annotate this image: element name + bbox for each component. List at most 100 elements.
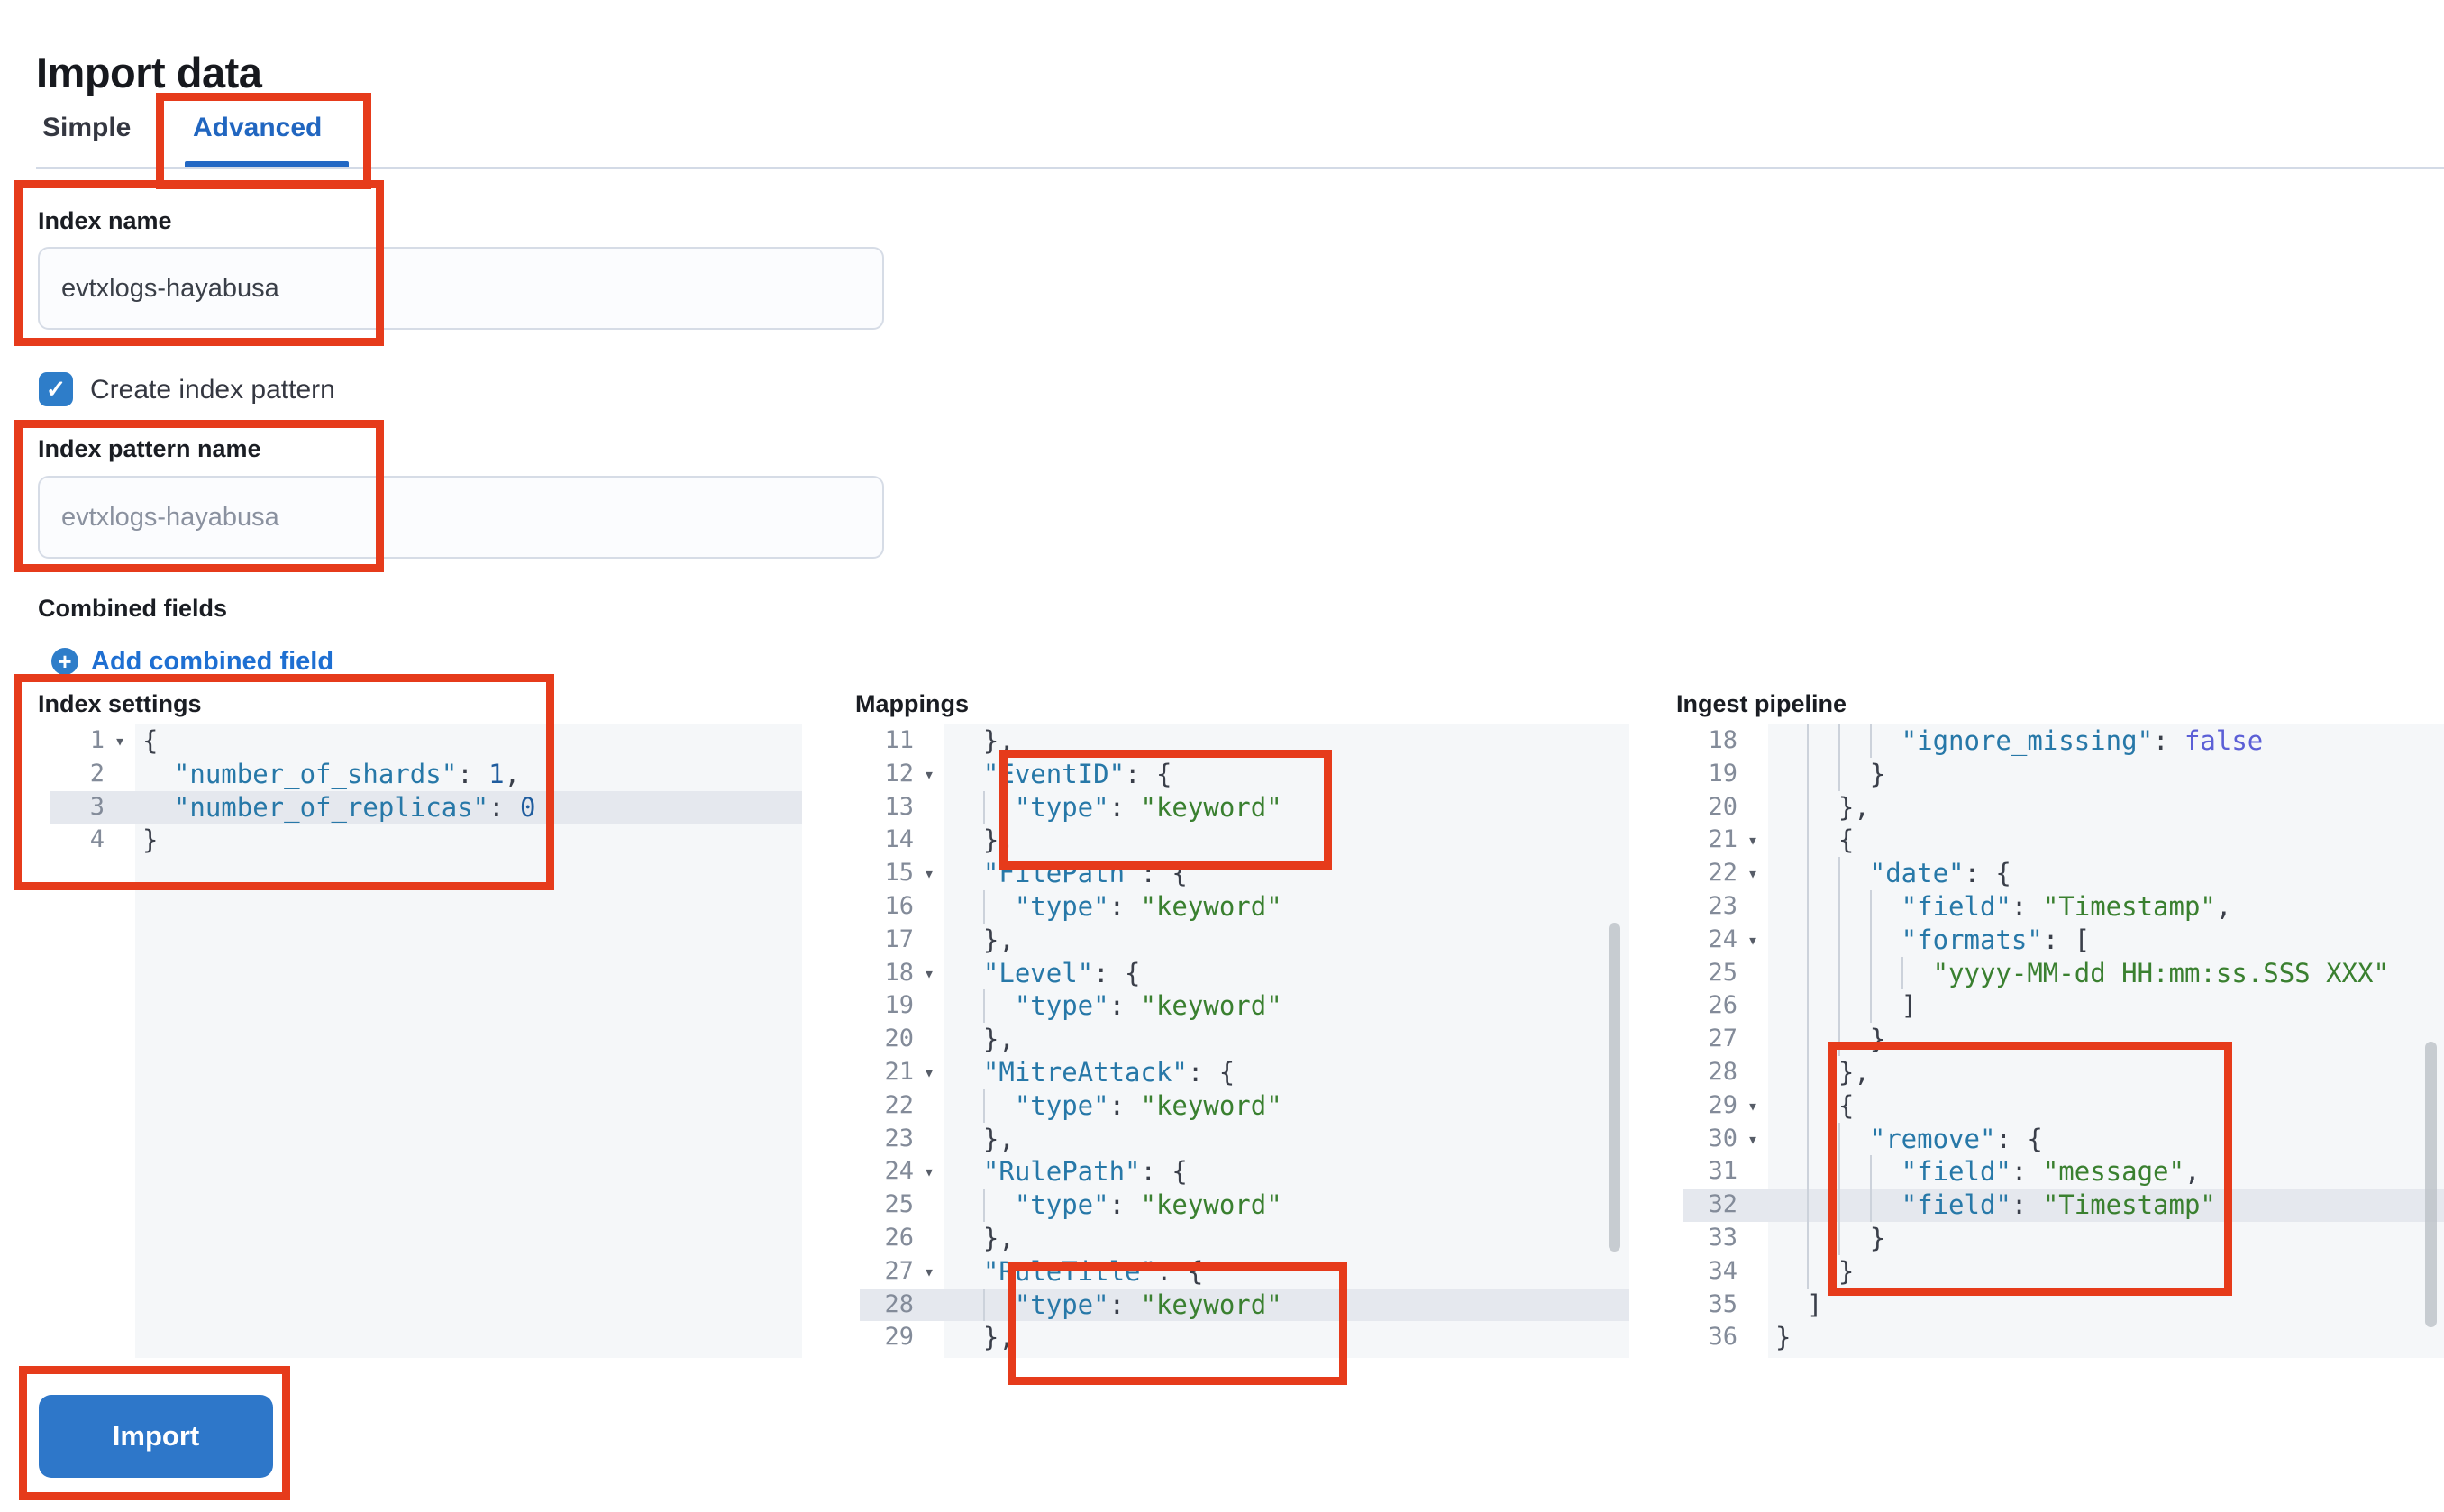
code-text: }, [982,1123,1015,1154]
code-line: 14}, [860,824,1629,857]
indent-guide [1838,889,1840,924]
indent-guide [1838,1189,1840,1222]
line-number: 22 [884,1090,914,1119]
tab-advanced[interactable]: Advanced [193,113,323,142]
code-text: }, [982,1322,1015,1353]
index-pattern-name-label: Index pattern name [38,435,261,462]
code-line: 18▾"Level": { [860,957,1629,990]
code-line: 3 "number_of_replicas": 0 [50,790,802,824]
mappings-scrollbar-thumb[interactable] [1609,923,1620,1252]
add-combined-field-link[interactable]: Add combined field [91,647,334,676]
tab-simple[interactable]: Simple [42,113,132,142]
fold-arrow-icon[interactable]: ▾ [1746,1094,1759,1116]
code-text: "Level": { [982,957,1141,988]
plus-circle-icon: + [51,648,78,675]
line-number: 26 [1708,991,1737,1020]
code-line: 36} [1683,1321,2444,1354]
code-text: }, [1768,1055,2444,1089]
code-line: 24▾"RulePath": { [860,1155,1629,1189]
indent-guide [982,889,985,924]
index-name-input[interactable] [38,247,884,330]
line-number: 25 [1708,958,1737,987]
fold-arrow-icon[interactable]: ▾ [1746,928,1759,951]
line-number: 28 [1708,1057,1737,1086]
line-number: 12▾ [860,758,944,791]
code-text: { [1768,1088,2444,1123]
index-name-label: Index name [38,207,172,234]
code-line: 28"type": "keyword" [860,1288,1629,1322]
code-text: "type": "keyword" [944,1189,1629,1222]
fold-arrow-icon[interactable]: ▾ [923,762,935,785]
line-number: 31 [1708,1157,1737,1186]
code-text: }, [982,824,1015,856]
code-text: } [1768,1221,2444,1255]
line-number: 17 [884,925,914,953]
line-number: 21▾ [860,1056,944,1089]
line-number: 28 [884,1289,914,1318]
line-number: 3 [89,792,105,821]
code-line: 29▾{ [1683,1088,2444,1123]
indent-guide [1869,1155,1872,1189]
code-text: "field": "Timestamp" [1768,1189,2444,1222]
fold-arrow-icon[interactable]: ▾ [114,730,126,751]
indent-guide [1806,757,1809,791]
code-line: 22 "type": "keyword" [860,1088,1629,1123]
indent-guide [982,1288,985,1322]
line-number: 32 [1708,1190,1737,1219]
fold-arrow-icon[interactable]: ▾ [923,1061,935,1083]
index-settings-editor[interactable]: 1▾{2"number_of_shards": 1,3"number_of_re… [50,724,802,1358]
fold-arrow-icon[interactable]: ▾ [923,1260,935,1282]
line-number: 34 [1708,1256,1737,1285]
code-text: "number_of_shards": 1, [173,758,521,789]
indent-guide [1806,956,1809,990]
indent-guide [1838,724,1840,758]
indent-guide [1806,1221,1809,1255]
code-line: 23}, [860,1123,1629,1156]
line-number: 20 [1708,792,1737,821]
line-number: 19 [884,991,914,1020]
indent-guide [1869,956,1872,990]
code-text: "field": "message", [1768,1155,2444,1189]
line-number: 4 [89,825,105,854]
index-pattern-name-input[interactable] [38,476,884,559]
line-number: 23 [1708,891,1737,920]
combined-fields-label: Combined fields [38,595,228,622]
code-line: 28}, [1683,1055,2444,1089]
code-line: 21▾"MitreAttack": { [860,1056,1629,1089]
code-text: } [1768,757,2444,791]
code-line: 13"type": "keyword" [860,790,1629,824]
code-line: 33} [1683,1221,2444,1255]
import-button[interactable]: Import [39,1395,273,1478]
fold-arrow-icon[interactable]: ▾ [923,862,935,885]
fold-arrow-icon[interactable]: ▾ [923,961,935,984]
fold-arrow-icon[interactable]: ▾ [923,1161,935,1183]
indent-guide [1838,1221,1840,1255]
mappings-editor[interactable]: 11},12▾"EventID": {13"type": "keyword"14… [860,724,1629,1358]
fold-arrow-icon[interactable]: ▾ [1746,829,1759,852]
code-text: "type": "keyword" [944,1088,1629,1123]
line-number: 15▾ [860,857,944,890]
indent-guide [1838,1023,1840,1056]
create-index-pattern-checkbox[interactable]: ✓ [39,372,73,406]
fold-arrow-icon[interactable]: ▾ [1746,1127,1759,1150]
indent-guide [982,989,985,1024]
code-line: 29}, [860,1321,1629,1354]
code-text: "date": { [1768,857,2444,890]
code-text: ] [1768,989,2444,1024]
code-line: 16"type": "keyword" [860,889,1629,924]
create-index-pattern-label: Create index pattern [90,375,335,405]
code-line: 17}, [860,924,1629,957]
code-line: 23"field": "Timestamp", [1683,889,2444,924]
indent-guide [1806,1122,1809,1156]
line-number: 27▾ [860,1255,944,1289]
code-line: 25"type": "keyword" [860,1189,1629,1222]
indent-guide [1838,956,1840,990]
code-line: 11}, [860,724,1629,758]
fold-arrow-icon[interactable]: ▾ [1746,862,1759,885]
indent-guide [1806,1088,1809,1123]
ingest-pipeline-scrollbar-thumb[interactable] [2425,1042,2437,1327]
code-text: }, [982,725,1015,756]
code-text: "number_of_replicas": 0 [173,791,536,823]
page-title: Import data [36,49,262,97]
